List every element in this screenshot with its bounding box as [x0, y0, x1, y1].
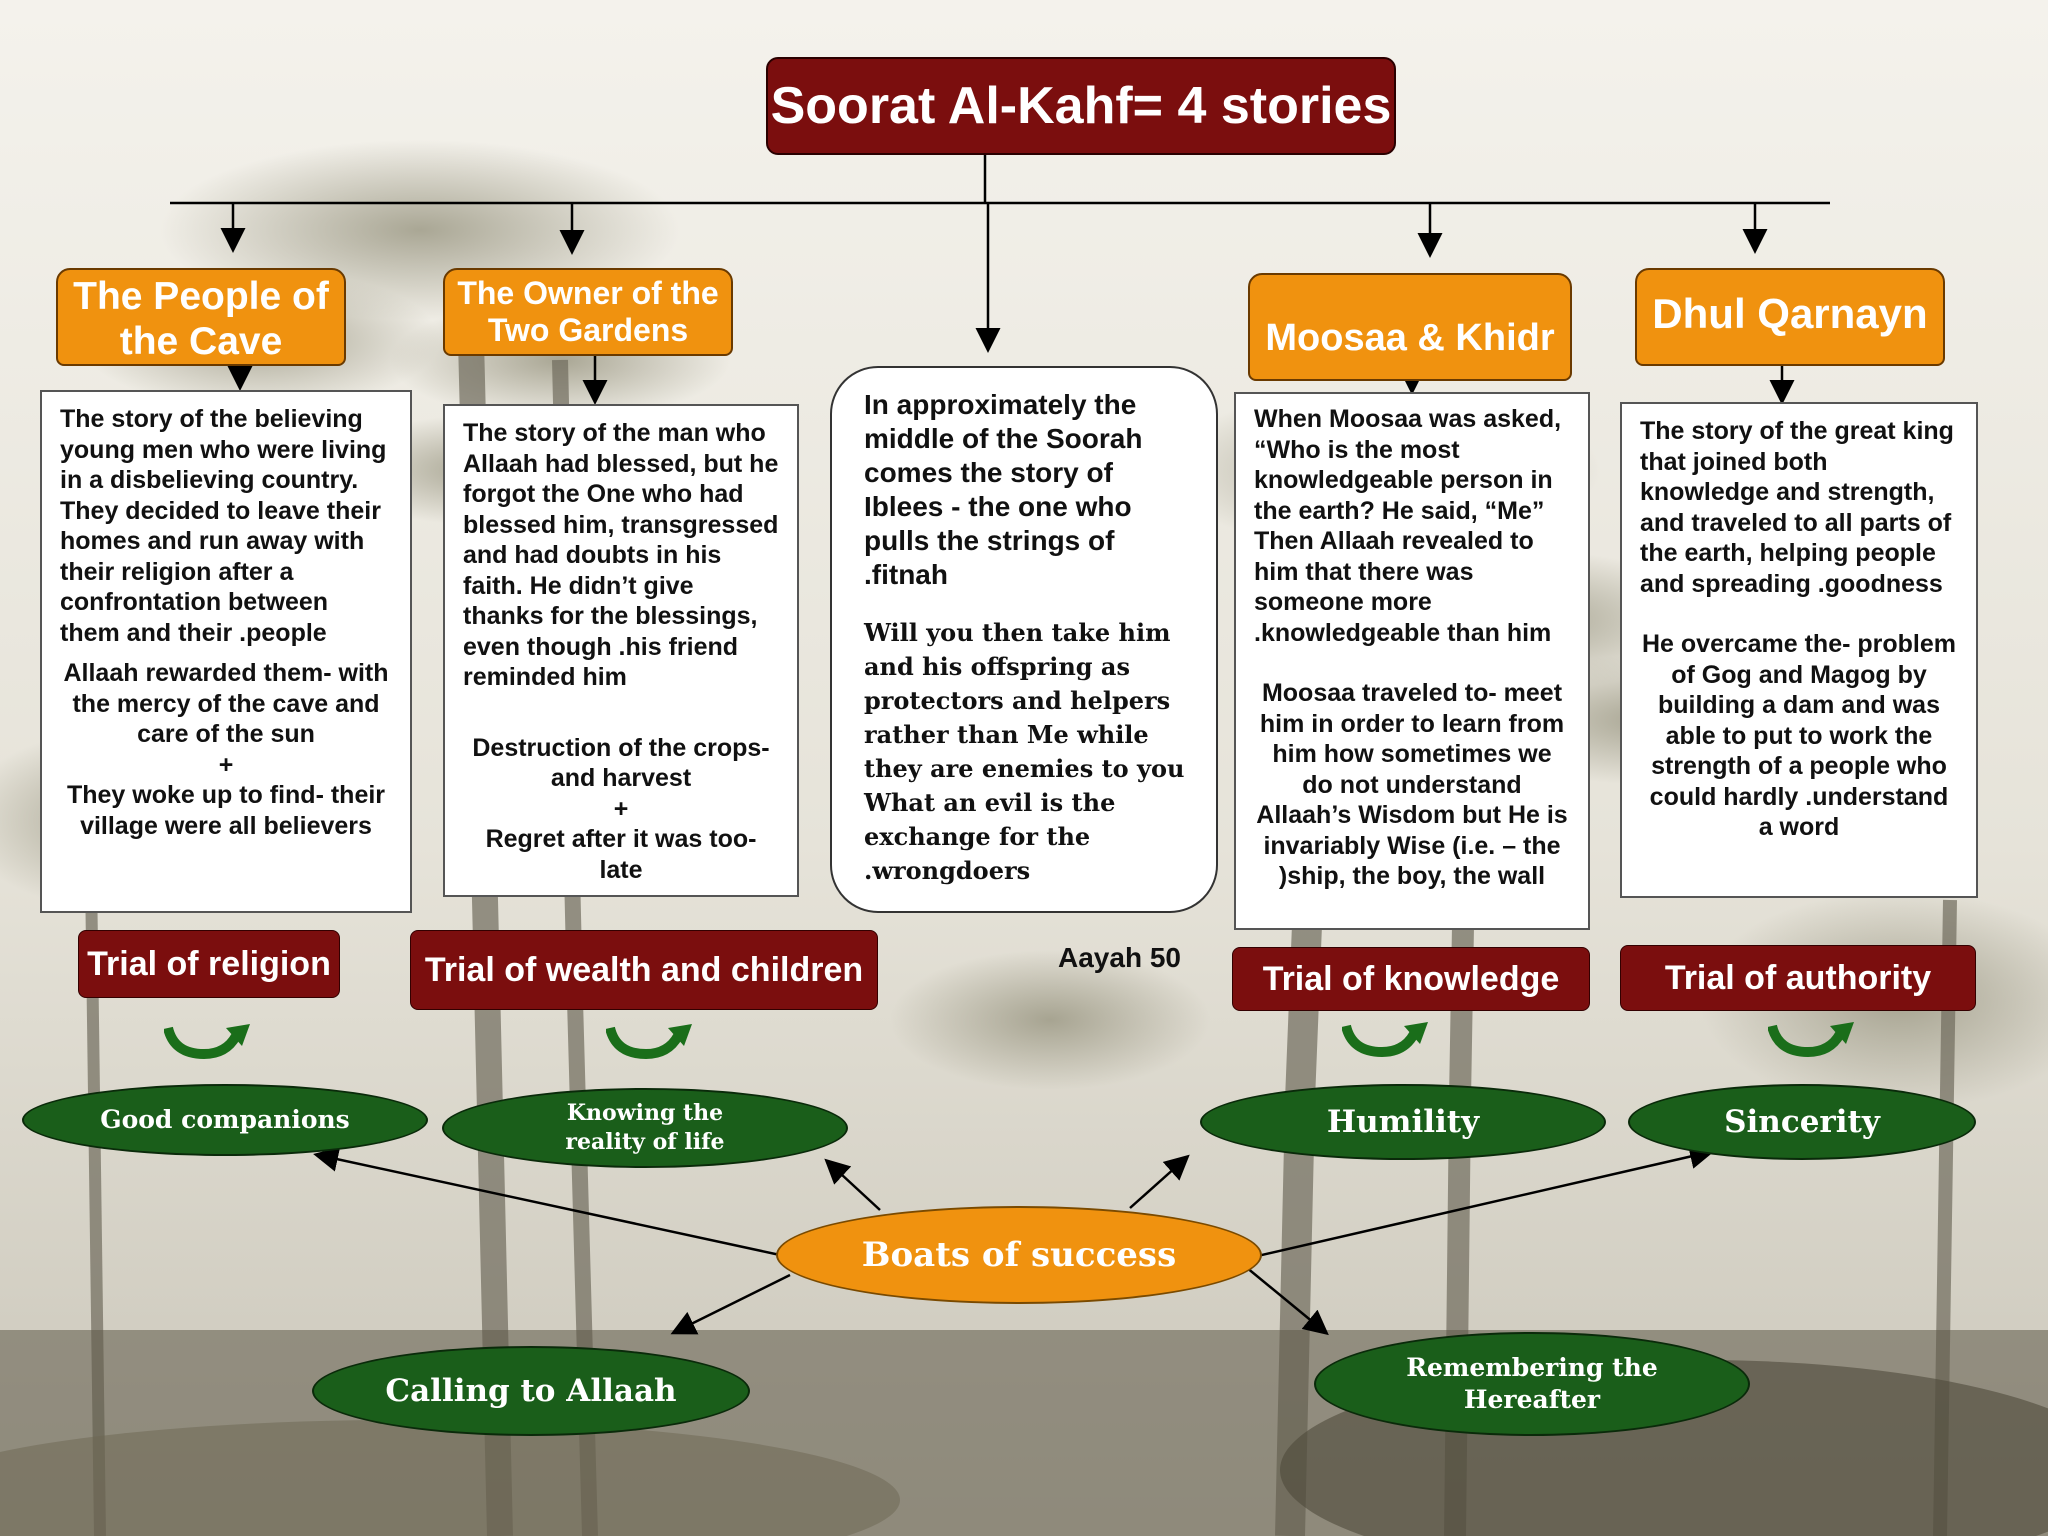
story-description: The story of the great king that joined … [1640, 416, 1958, 599]
curved-arrow-icon [606, 1020, 696, 1060]
story-outcome: He overcame the- problem of Gog and Mago… [1640, 629, 1958, 843]
story-box-dhul-qarnayn: The story of the great king that joined … [1620, 402, 1978, 898]
diagram-title: Soorat Al-Kahf= 4 stories [766, 57, 1396, 155]
story-description: The story of the believing young men who… [60, 404, 392, 648]
remedy-humility: Humility [1200, 1084, 1606, 1160]
boats-of-success-hub: Boats of success [776, 1206, 1262, 1304]
story-box-moosaa-khidr: When Moosaa was asked, “Who is the most … [1234, 392, 1590, 930]
center-iblees-box: In approximately the middle of the Soora… [830, 366, 1218, 913]
curved-arrow-icon [1768, 1018, 1858, 1058]
trial-knowledge-label: Trial of knowledge [1232, 947, 1590, 1011]
story-box-people-of-cave: The story of the believing young men who… [40, 390, 412, 913]
story-outcome-plus: + [60, 750, 392, 781]
curved-arrow-icon [164, 1020, 254, 1060]
aayah-reference: Aayah 50 [1058, 942, 1181, 974]
story-heading-dhul-qarnayn: Dhul Qarnayn [1635, 268, 1945, 366]
story-outcome: Moosaa traveled to- meet him in order to… [1254, 678, 1570, 892]
remedy-knowing-reality: Knowing the reality of life [442, 1088, 848, 1168]
story-outcome: They woke up to find- their village were… [60, 780, 392, 841]
story-heading-people-of-cave: The People of the Cave [56, 268, 346, 366]
story-outcome-plus: + [463, 794, 779, 825]
remedy-good-companions: Good companions [22, 1084, 428, 1156]
story-outcome: Destruction of the crops- and harvest [463, 733, 779, 794]
story-outcome: Allaah rewarded them- with the mercy of … [60, 658, 392, 750]
story-outcome: Regret after it was too- late [463, 824, 779, 885]
remedy-sincerity: Sincerity [1628, 1084, 1976, 1160]
center-verse: Will you then take him and his offspring… [864, 616, 1190, 888]
remedy-calling-to-allaah: Calling to Allaah [312, 1346, 750, 1436]
trial-religion-label: Trial of religion [78, 930, 340, 998]
curved-arrow-icon [1342, 1018, 1432, 1058]
story-box-two-gardens: The story of the man who Allaah had bles… [443, 404, 799, 897]
story-heading-moosaa-khidr: Moosaa & Khidr [1248, 273, 1572, 381]
story-heading-two-gardens: The Owner of the Two Gardens [443, 268, 733, 356]
story-description: When Moosaa was asked, “Who is the most … [1254, 404, 1570, 648]
story-description: The story of the man who Allaah had bles… [463, 418, 779, 693]
remedy-remembering-hereafter: Remembering the Hereafter [1314, 1332, 1750, 1436]
trial-wealth-label: Trial of wealth and children [410, 930, 878, 1010]
center-description: In approximately the middle of the Soora… [864, 388, 1190, 592]
trial-authority-label: Trial of authority [1620, 945, 1976, 1011]
